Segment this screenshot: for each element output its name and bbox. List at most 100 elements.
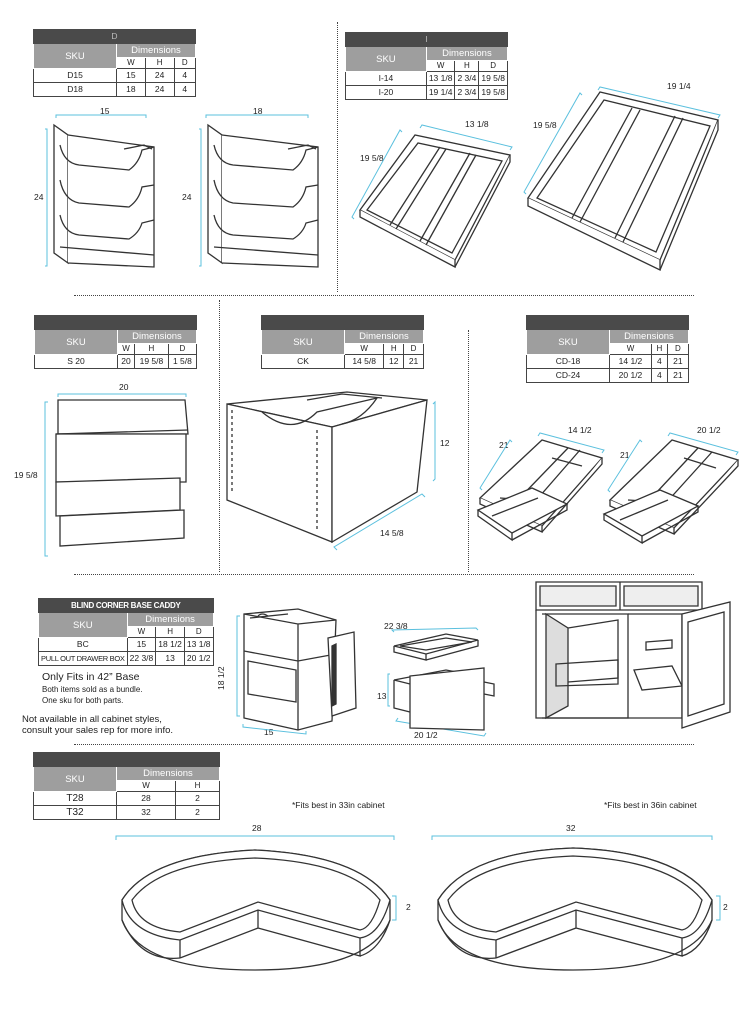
t32-width-label: 32 bbox=[566, 823, 576, 833]
ck-width-label: 14 5/8 bbox=[380, 528, 404, 538]
d-cell: 19 5/8 bbox=[478, 85, 508, 100]
d15-height-label: 24 bbox=[34, 192, 44, 202]
drawer-depth-label: 22 3/8 bbox=[384, 621, 408, 631]
separator-row-2 bbox=[74, 574, 694, 575]
t28-width-label: 28 bbox=[252, 823, 262, 833]
blind-corner-cabinet-illustration bbox=[535, 581, 731, 729]
i14-utensil-tray-illustration bbox=[351, 124, 513, 269]
drawer-width-label: 20 1/2 bbox=[414, 730, 438, 740]
d-cell: 21 bbox=[666, 354, 690, 369]
caddy-height-label: 18 1/2 bbox=[216, 666, 226, 690]
sku-cell: I-14 bbox=[345, 71, 427, 86]
i-d-header: D bbox=[478, 60, 508, 72]
bc-d-header: D bbox=[183, 626, 214, 638]
d-cell: 20 1/2 bbox=[183, 651, 214, 666]
cd-w-header: W bbox=[609, 343, 652, 355]
t32-height-label: 2 bbox=[723, 902, 728, 912]
w-cell: 14 5/8 bbox=[343, 354, 385, 369]
s-h-header: H bbox=[134, 343, 169, 355]
sku-cell: CD-18 bbox=[526, 354, 610, 369]
d-h-header: H bbox=[144, 57, 175, 69]
t32-lazy-susan-illustration bbox=[431, 835, 721, 971]
sku-cell: BC bbox=[38, 637, 128, 652]
sku-cell: T32 bbox=[33, 805, 117, 820]
bc-disclaimer-line-2: consult your sales rep for more info. bbox=[22, 725, 174, 736]
d-cell: 13 1/8 bbox=[183, 637, 214, 652]
drawer-height-label: 13 bbox=[377, 691, 387, 701]
i20-utensil-tray-illustration bbox=[523, 86, 721, 272]
w-cell: 28 bbox=[116, 791, 176, 806]
d-dimensions-header: Dimensions bbox=[116, 43, 196, 58]
d-cell: 21 bbox=[666, 368, 690, 383]
separator-vertical-mid-2 bbox=[468, 330, 469, 572]
t-w-header: W bbox=[116, 780, 176, 792]
bc-w-header: W bbox=[126, 626, 157, 638]
i-dimensions-header: Dimensions bbox=[425, 46, 509, 61]
s-sku-header: SKU bbox=[34, 329, 118, 355]
t-sku-header: SKU bbox=[33, 766, 117, 792]
ck-drawer-box-illustration bbox=[226, 391, 436, 551]
d15-width-label: 15 bbox=[100, 106, 110, 116]
h-cell: 2 bbox=[174, 791, 221, 806]
pull-out-drawer-box-illustration bbox=[387, 627, 495, 737]
h-cell: 2 3/4 bbox=[454, 71, 480, 86]
h-cell: 24 bbox=[144, 68, 175, 83]
t28-lazy-susan-illustration bbox=[115, 835, 397, 971]
bc-table-title: BLIND CORNER BASE CADDY bbox=[38, 598, 214, 613]
d-d-header: D bbox=[173, 57, 196, 69]
ck-h-header: H bbox=[383, 343, 405, 355]
s20-tiered-organizer-illustration bbox=[44, 393, 189, 557]
separator-vertical-top bbox=[337, 22, 338, 292]
w-cell: 22 3/8 bbox=[126, 651, 157, 666]
d-cell: 4 bbox=[173, 68, 196, 83]
s20-height-label: 19 5/8 bbox=[14, 470, 38, 480]
blind-corner-caddy-illustration bbox=[236, 608, 357, 735]
ck-dimensions-header: Dimensions bbox=[344, 329, 424, 344]
sku-cell: PULL OUT DRAWER BOX bbox=[38, 651, 128, 666]
sku-cell: S 20 bbox=[34, 354, 118, 369]
i-w-header: W bbox=[425, 60, 456, 72]
i-table-title: I bbox=[345, 32, 508, 47]
sku-cell: I-20 bbox=[345, 85, 427, 100]
cd24-depth-label: 21 bbox=[620, 450, 630, 460]
bc-sku-header: SKU bbox=[38, 612, 128, 638]
w-cell: 15 bbox=[126, 637, 157, 652]
cd18-depth-label: 21 bbox=[499, 440, 509, 450]
caddy-width-label: 15 bbox=[264, 727, 274, 737]
bc-bundle-note: Both items sold as a bundle. bbox=[42, 685, 143, 694]
ck-table-title bbox=[261, 315, 424, 330]
t-dimensions-header: Dimensions bbox=[116, 766, 220, 781]
h-cell: 2 3/4 bbox=[454, 85, 480, 100]
d-w-header: W bbox=[116, 57, 146, 69]
h-cell: 2 bbox=[174, 805, 221, 820]
h-cell: 4 bbox=[650, 354, 668, 369]
w-cell: 20 bbox=[116, 354, 136, 369]
t28-height-label: 2 bbox=[406, 902, 411, 912]
s-dimensions-header: Dimensions bbox=[117, 329, 197, 344]
s-w-header: W bbox=[116, 343, 136, 355]
d-sku-header: SKU bbox=[33, 43, 117, 69]
d-cell: 19 5/8 bbox=[478, 71, 508, 86]
w-cell: 19 1/4 bbox=[425, 85, 456, 100]
t28-fit-note: *Fits best in 33in cabinet bbox=[292, 800, 385, 810]
t-table-title bbox=[33, 752, 220, 767]
w-cell: 32 bbox=[116, 805, 176, 820]
i14-width-label: 13 1/8 bbox=[465, 119, 489, 129]
separator-row-3 bbox=[74, 744, 694, 745]
w-cell: 20 1/2 bbox=[609, 368, 652, 383]
d-cell: 21 bbox=[403, 354, 424, 369]
s20-width-label: 20 bbox=[119, 382, 129, 392]
